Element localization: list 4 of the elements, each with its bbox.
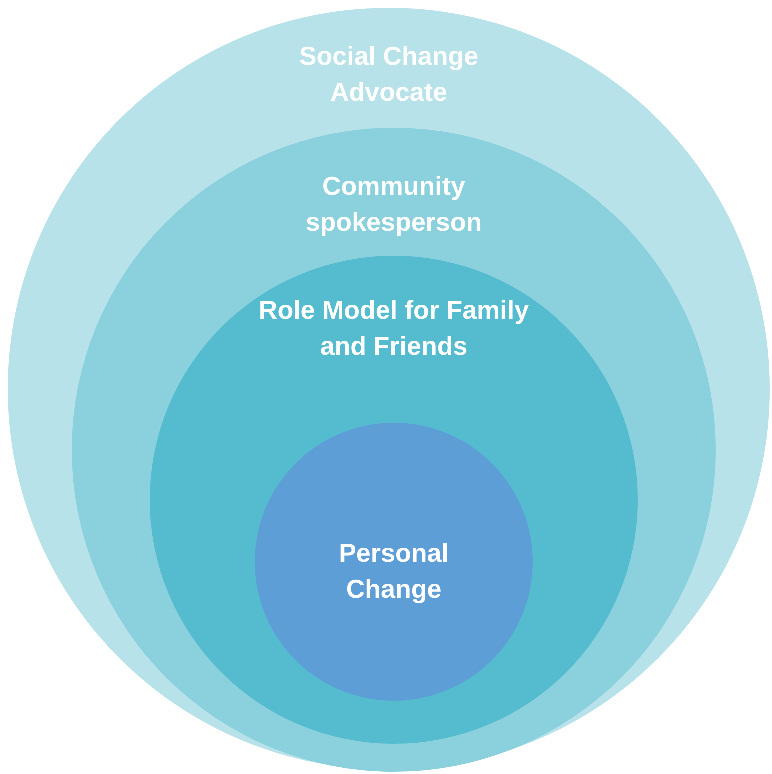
circle-label: Personal Change (338, 537, 450, 606)
circle-label: Role Model for Family and Friends (258, 294, 530, 363)
circle-label: Social Change Advocate (298, 40, 480, 109)
circle-label: Community spokesperson (304, 170, 484, 239)
